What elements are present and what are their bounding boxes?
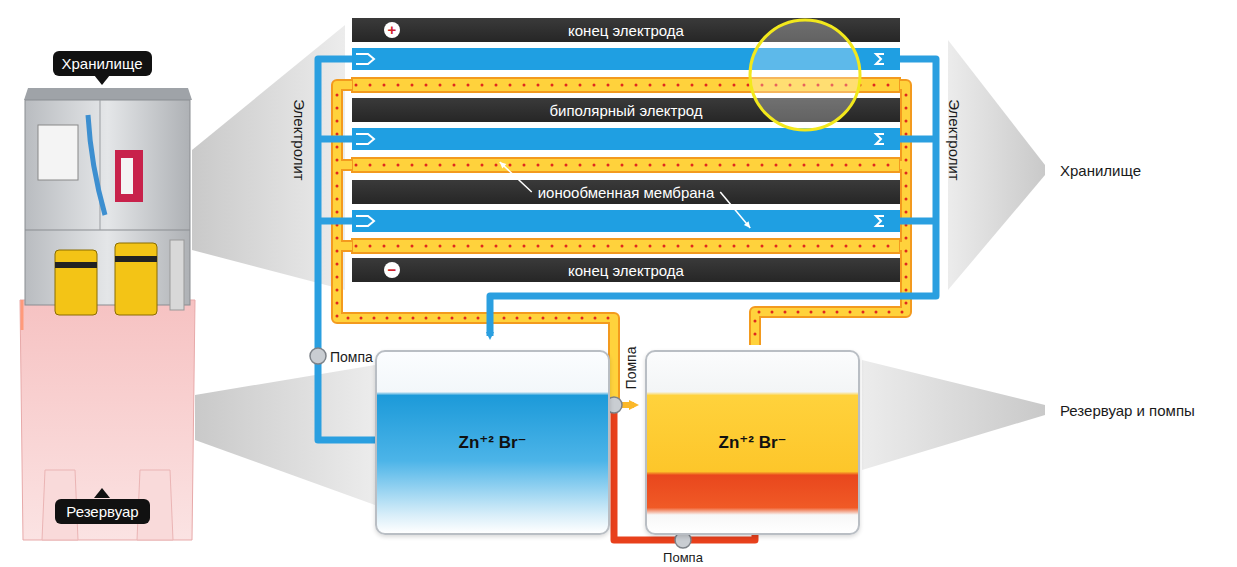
pointer-arrowhead [500,162,507,169]
pointer-arrow [720,192,750,228]
polarity-sign: + [384,22,400,38]
end-electrode: конец электрода [352,258,900,282]
pump-label: Помпа [623,347,639,390]
photo-tag: Резервуар [55,499,150,524]
electrolyte-channels [352,48,900,253]
end-electrode: конец электрода [352,18,900,42]
callout-wedge [192,25,345,290]
pump-label: Помпа [663,550,703,565]
callout-wedge [948,40,1045,290]
photo-tag: Хранилище [53,51,152,76]
unit-photo [20,75,195,540]
pointer-arrow [500,162,532,192]
callout-label: Резервуар и помпы [1060,402,1195,419]
node-text: Zn⁺² Br⁻ [719,432,787,453]
electrolyte-tank: Zn⁺² Br⁻ [645,350,860,535]
electrolyte-label: Электролит [291,99,308,180]
pointer-arrowhead [744,221,750,228]
node-text: Резервуар [66,503,138,520]
node-text: конец электрода [568,262,684,279]
callout-label: Хранилище [1060,162,1141,179]
polarity-sign: − [384,262,400,278]
bromine-pipes [337,85,906,540]
electrolyte-tank: Zn⁺² Br⁻ [375,350,610,535]
node-text: ионообменная мембрана [538,184,715,201]
electrolyte-label: Электролит [946,99,963,180]
node-text: биполярный электрод [549,102,702,119]
bipolar-electrode: биполярный электрод [352,98,900,122]
pump-label: Помпа [330,349,373,365]
highlight-lens [750,20,860,130]
node-text: Zn⁺² Br⁻ [459,432,527,453]
membrane-bar: ионообменная мембрана [352,180,900,204]
node-text: Хранилище [62,55,143,72]
callout-wedge [862,360,1045,470]
node-text: конец электрода [568,22,684,39]
callout-wedge [195,365,375,505]
